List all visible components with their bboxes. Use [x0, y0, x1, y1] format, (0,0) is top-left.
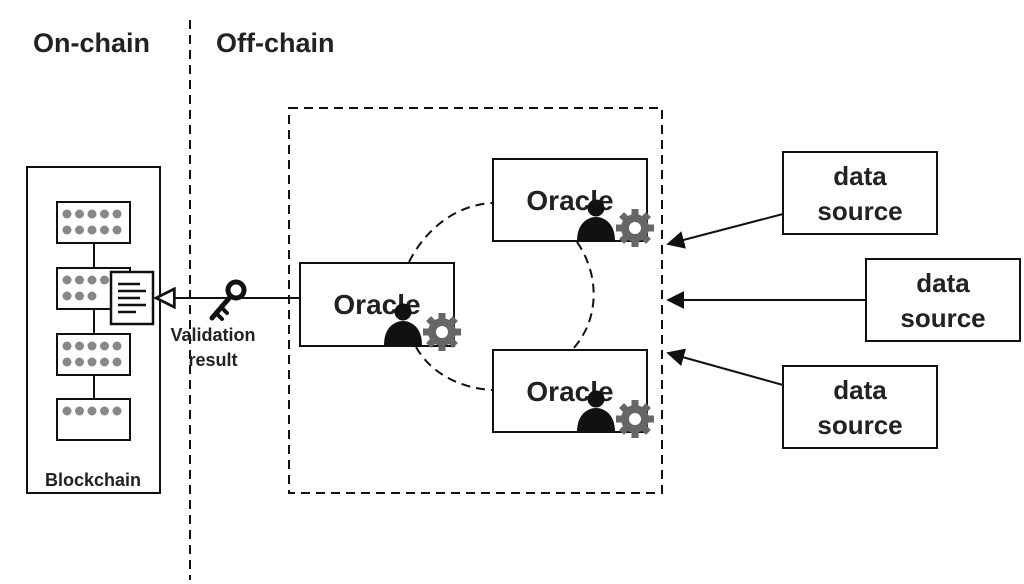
blockchain-label: Blockchain: [45, 470, 141, 490]
oracle-link: [408, 202, 493, 263]
block-frame: [56, 201, 131, 244]
block-dot: [75, 209, 84, 219]
block-dot: [75, 225, 84, 235]
key-icon: [209, 279, 247, 321]
block-dot: [112, 225, 122, 235]
block-dot: [100, 275, 109, 285]
block-dot: [75, 291, 84, 301]
document-icon: [109, 270, 155, 326]
data-source-line1: data: [833, 375, 887, 405]
block-frame: [56, 398, 131, 441]
block-dot: [87, 225, 97, 235]
block-dot: [75, 275, 84, 285]
gear-icon: [616, 400, 654, 438]
on-chain-heading: On-chain: [33, 28, 150, 58]
block-dot: [112, 341, 122, 351]
gear-icon: [423, 313, 461, 351]
block-dot: [87, 209, 97, 219]
person-icon: [577, 390, 615, 432]
oracle-node: Oracle: [299, 262, 461, 351]
block-dot: [75, 406, 84, 416]
block-dot: [100, 225, 109, 235]
oracle-node: Oracle: [492, 349, 654, 438]
data-source-line2: source: [817, 410, 902, 440]
block-dot: [87, 341, 97, 351]
block-frame: [56, 333, 131, 376]
block-dot: [62, 275, 72, 285]
block-dot: [62, 357, 72, 367]
block: [56, 333, 131, 376]
oracle-node: Oracle: [492, 158, 654, 247]
block-dot: [100, 406, 109, 416]
person-icon: [577, 199, 615, 241]
data-feed-arrow: [666, 213, 784, 249]
blockchain: Blockchain: [26, 166, 161, 494]
block: [56, 201, 131, 244]
off-chain-heading: Off-chain: [216, 28, 335, 58]
block-dot: [75, 341, 84, 351]
oracle-network-boundary: [288, 107, 663, 494]
validation-label-line2: result: [188, 350, 237, 370]
oracle-link: [415, 346, 493, 391]
data-feed-arrow: [666, 348, 784, 386]
block-dot: [62, 406, 72, 416]
data-source-line2: source: [900, 303, 985, 333]
block-dot: [87, 291, 97, 301]
block-dot: [62, 341, 72, 351]
validation-label-line1: Validation: [170, 325, 255, 345]
block-dot: [112, 209, 122, 219]
block-dot: [100, 341, 109, 351]
block-dot: [112, 357, 122, 367]
block-dot: [87, 275, 97, 285]
block-dot: [87, 357, 97, 367]
data-source: data source: [782, 365, 938, 449]
block-dot: [100, 209, 109, 219]
data-source-box: [782, 151, 938, 235]
data-source-box: [865, 258, 1021, 342]
person-icon: [384, 303, 422, 345]
data-source-box: [782, 365, 938, 449]
data-source-line1: data: [916, 268, 970, 298]
block-dot: [62, 291, 72, 301]
data-source: data source: [865, 258, 1021, 342]
block-dot: [62, 209, 72, 219]
block-dot: [75, 357, 84, 367]
gear-icon: [616, 209, 654, 247]
block-dot: [62, 225, 72, 235]
block-dot: [112, 406, 122, 416]
data-source: data source: [782, 151, 938, 235]
data-source-line2: source: [817, 196, 902, 226]
block: [56, 398, 131, 441]
data-source-line1: data: [833, 161, 887, 191]
oracle-link: [571, 241, 595, 351]
block-dot: [100, 357, 109, 367]
block-dot: [87, 406, 97, 416]
